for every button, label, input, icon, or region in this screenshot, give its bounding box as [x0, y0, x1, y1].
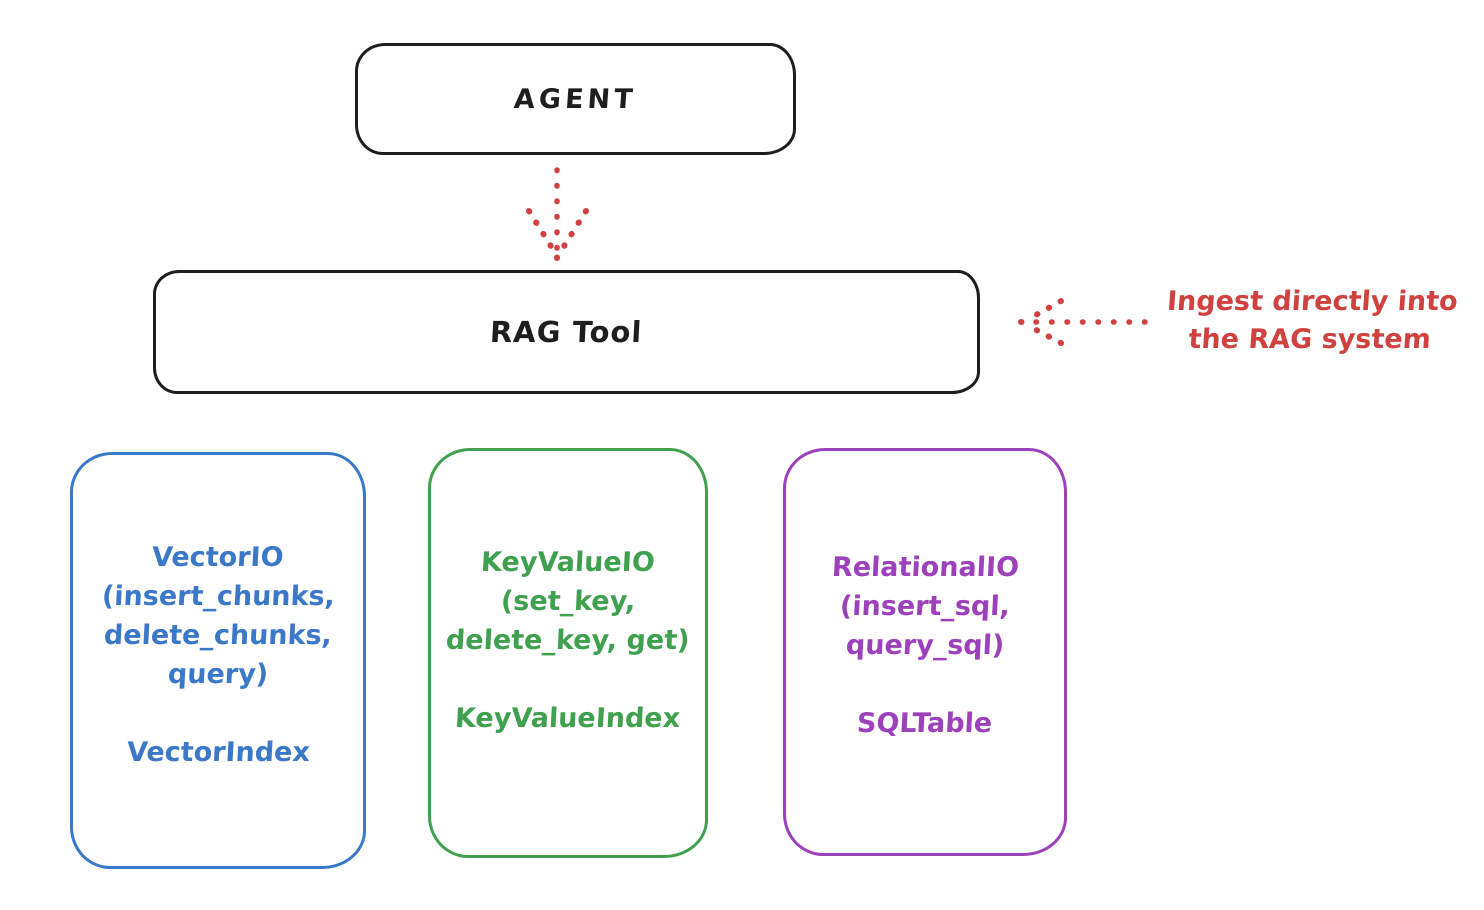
vector-io-title: VectorIO	[151, 542, 285, 573]
relational-io-methods-line1: (insert_sql,	[839, 591, 1011, 622]
keyvalue-io-methods-line2: delete_key, get)	[445, 625, 691, 656]
agent-node-label: AGENT	[513, 83, 638, 115]
keyvalue-io-node: KeyValueIO (set_key, delete_key, get) Ke…	[428, 448, 708, 858]
keyvalue-io-title: KeyValueIO	[480, 547, 656, 578]
agent-node: AGENT	[355, 43, 796, 155]
vector-io-node: VectorIO (insert_chunks, delete_chunks, …	[70, 452, 366, 869]
vector-io-methods-line2: delete_chunks,	[103, 620, 333, 651]
relational-io-node: RelationalIO (insert_sql, query_sql) SQL…	[783, 448, 1067, 856]
relational-io-title: RelationalIO	[830, 552, 1020, 583]
agent-to-rag-arrow	[526, 167, 589, 261]
ingest-annotation: Ingest directly into the RAG system	[1135, 283, 1484, 359]
keyvalue-index-label: KeyValueIndex	[454, 703, 682, 734]
sql-table-label: SQLTable	[856, 708, 994, 739]
keyvalue-io-methods-line1: (set_key,	[499, 586, 637, 617]
ingest-annotation-arrow	[1018, 298, 1148, 346]
ingest-annotation-line1: Ingest directly into	[1165, 286, 1459, 317]
rag-tool-node: RAG Tool	[153, 270, 980, 394]
ingest-annotation-line2: the RAG system	[1187, 324, 1432, 355]
rag-tool-node-label: RAG Tool	[489, 315, 644, 349]
relational-io-methods-line2: query_sql)	[845, 630, 1005, 661]
vector-io-methods-line1: (insert_chunks,	[100, 581, 336, 612]
vector-io-methods-line3: query)	[167, 659, 269, 690]
vector-index-label: VectorIndex	[125, 737, 311, 768]
